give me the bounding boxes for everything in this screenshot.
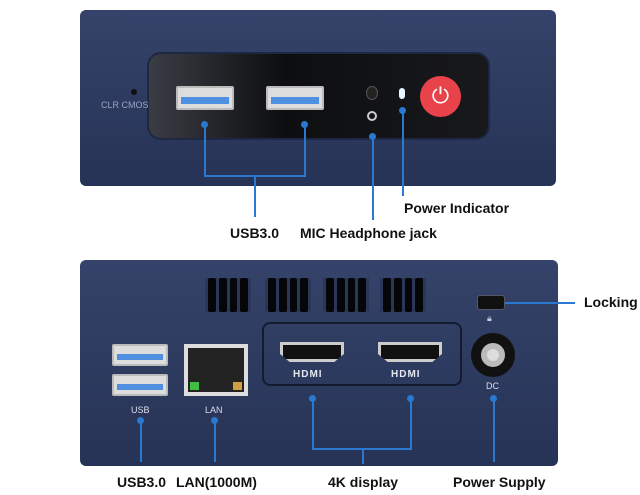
label-4k-display: 4K display <box>328 474 399 490</box>
usb-port-label: USB <box>131 405 150 415</box>
mic-icon <box>366 86 378 100</box>
lock-slot <box>477 295 505 310</box>
label-lan: LAN(1000M) <box>176 474 257 490</box>
label-back-usb: USB3.0 <box>117 474 167 490</box>
label-mic-headphone: MIC Headphone jack <box>300 225 437 241</box>
label-power-supply: Power Supply <box>453 474 546 490</box>
vent <box>265 278 311 312</box>
back-usb-port-2 <box>112 374 168 396</box>
label-locking: Locking <box>584 294 638 310</box>
clr-cmos-hole <box>131 89 137 95</box>
lock-icon: 🔒︎ <box>487 313 492 323</box>
power-button: ⏻ <box>420 76 461 117</box>
label-power-indicator: Power Indicator <box>404 200 510 216</box>
vent <box>323 278 369 312</box>
dc-label: DC <box>486 381 499 391</box>
hdmi-label-1: HDMI <box>293 369 323 380</box>
lan-port <box>184 344 248 396</box>
hdmi-port-1 <box>280 342 344 362</box>
vent <box>205 278 251 312</box>
clr-cmos-label: CLR CMOS <box>101 100 149 110</box>
headphone-icon <box>367 111 377 121</box>
front-usb-port-1 <box>176 86 234 110</box>
dc-jack <box>471 333 515 377</box>
back-usb-port-1 <box>112 344 168 366</box>
power-led <box>399 88 405 99</box>
vent <box>380 278 426 312</box>
label-front-usb: USB3.0 <box>230 225 280 241</box>
hdmi-panel <box>262 322 462 386</box>
hdmi-label-2: HDMI <box>391 369 421 380</box>
lan-port-label: LAN <box>205 405 223 415</box>
front-usb-port-2 <box>266 86 324 110</box>
hdmi-port-2 <box>378 342 442 362</box>
